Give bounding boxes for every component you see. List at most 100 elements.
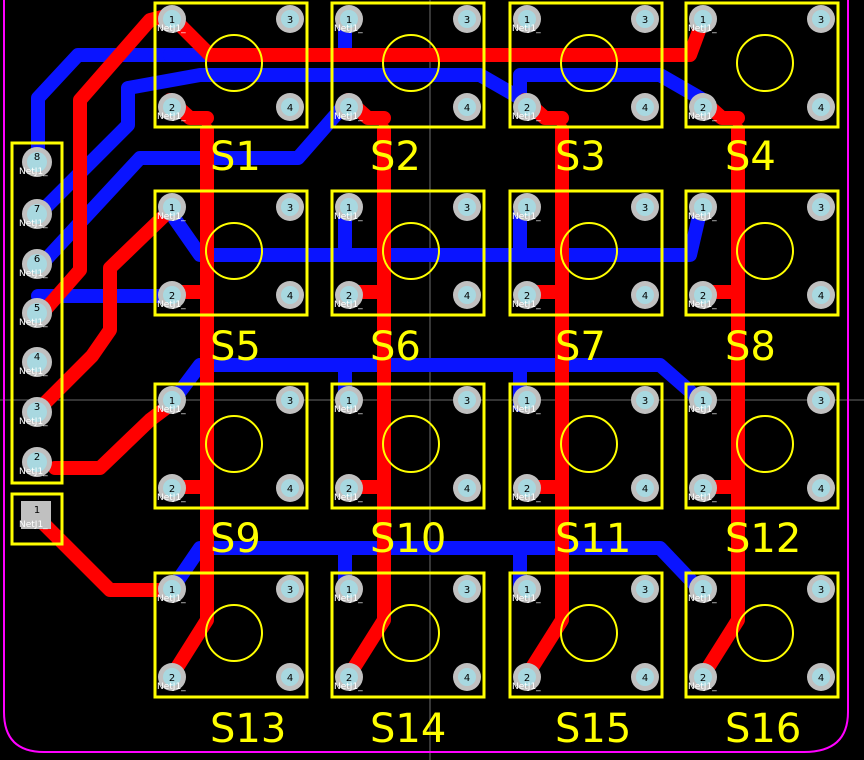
- pad-hole: [636, 10, 654, 28]
- pad-number: 1: [524, 585, 530, 596]
- switch-outline: [684, 1, 840, 129]
- pad-net-label: NetJ1_: [334, 405, 363, 415]
- pad-hole: [694, 10, 712, 28]
- pad-hole: [340, 668, 358, 686]
- switch-outline: [153, 1, 309, 129]
- switch-outline: [508, 571, 664, 699]
- pad-hole: [518, 580, 536, 598]
- pad-net-label: NetJ1_: [19, 367, 48, 377]
- pad-number: 4: [464, 103, 470, 114]
- header-pin1-outline: [10, 492, 64, 546]
- pad-number: 4: [287, 673, 293, 684]
- pad-number: 4: [287, 291, 293, 302]
- pad-number: 3: [642, 585, 648, 596]
- pad-hole: [518, 668, 536, 686]
- pad-3: 3: [453, 5, 481, 33]
- pad-number: 4: [464, 673, 470, 684]
- pad-number: 1: [346, 585, 352, 596]
- switch-designator: S7: [555, 324, 606, 370]
- switch-designator: S6: [370, 324, 421, 370]
- pad-net-label: NetJ1_: [19, 467, 48, 477]
- switch-designator: S12: [725, 516, 801, 562]
- pad-number: 3: [818, 585, 824, 596]
- pad-3: 3: [631, 193, 659, 221]
- pad-hole: [281, 668, 299, 686]
- switch-designator: S5: [210, 324, 261, 370]
- pad-number: 6: [34, 254, 40, 265]
- switch-designator: S11: [555, 516, 631, 562]
- pad-net-label: NetJ1_: [19, 520, 48, 530]
- switch-outline: [330, 189, 486, 317]
- pad-copper-square: [21, 501, 51, 529]
- switch-designator: S10: [370, 516, 446, 562]
- pad-hole: [458, 668, 476, 686]
- pad-3: 3: [276, 193, 304, 221]
- pad-hole: [518, 479, 536, 497]
- header-connector-j1: 8NetJ1_7NetJ1_6NetJ1_5NetJ1_4NetJ1_3NetJ…: [10, 141, 64, 546]
- pad-4: 4: [453, 474, 481, 502]
- pad-3: 3: [453, 193, 481, 221]
- pad-hole: [812, 198, 830, 216]
- pad-number: 2: [346, 484, 352, 495]
- pad-hole: [636, 286, 654, 304]
- switch-actuator-circle: [382, 604, 440, 662]
- pad-number: 4: [464, 291, 470, 302]
- pad-hole: [458, 198, 476, 216]
- switch-designator: S4: [725, 134, 776, 180]
- pad-hole: [458, 580, 476, 598]
- pad-net-label: NetJ1_: [688, 300, 717, 310]
- pad-number: 4: [642, 291, 648, 302]
- pad-number: 1: [346, 396, 352, 407]
- switch-designator: S16: [725, 706, 801, 752]
- switch-actuator-circle: [382, 222, 440, 280]
- pad-hole: [694, 479, 712, 497]
- pad-net-label: NetJ1_: [512, 682, 541, 692]
- bottom-trace-row4: [163, 541, 707, 599]
- pad-hole: [636, 198, 654, 216]
- top-layer-traces: [31, 8, 745, 681]
- pad-net-label: NetJ1_: [688, 405, 717, 415]
- pad-number: 1: [169, 396, 175, 407]
- pad-number: 3: [818, 396, 824, 407]
- pad-number: 2: [346, 291, 352, 302]
- pad-number: 7: [34, 204, 40, 215]
- pad-number: 1: [700, 396, 706, 407]
- pad-hole: [163, 10, 181, 28]
- pad-3: 3: [807, 575, 835, 603]
- switch-designator: S3: [555, 134, 606, 180]
- pad-net-label: NetJ1_: [334, 300, 363, 310]
- switch-actuator-circle: [560, 34, 618, 92]
- switch-footprints: 1NetJ1_2NetJ1_34S11NetJ1_2NetJ1_34S21Net…: [153, 1, 840, 752]
- pad-4: 4: [453, 663, 481, 691]
- pad-net-label: NetJ1_: [157, 682, 186, 692]
- pad-number: 8: [34, 152, 40, 163]
- switch-designator: S15: [555, 706, 631, 752]
- pad-number: 4: [287, 103, 293, 114]
- pad-4: 4: [807, 281, 835, 309]
- switch-actuator-circle: [560, 415, 618, 473]
- pad-hole: [27, 254, 47, 274]
- pad-number: 3: [642, 15, 648, 26]
- pad-3: 3: [453, 386, 481, 414]
- pad-hole: [163, 98, 181, 116]
- pad-number: 2: [169, 673, 175, 684]
- pad-number: 3: [642, 203, 648, 214]
